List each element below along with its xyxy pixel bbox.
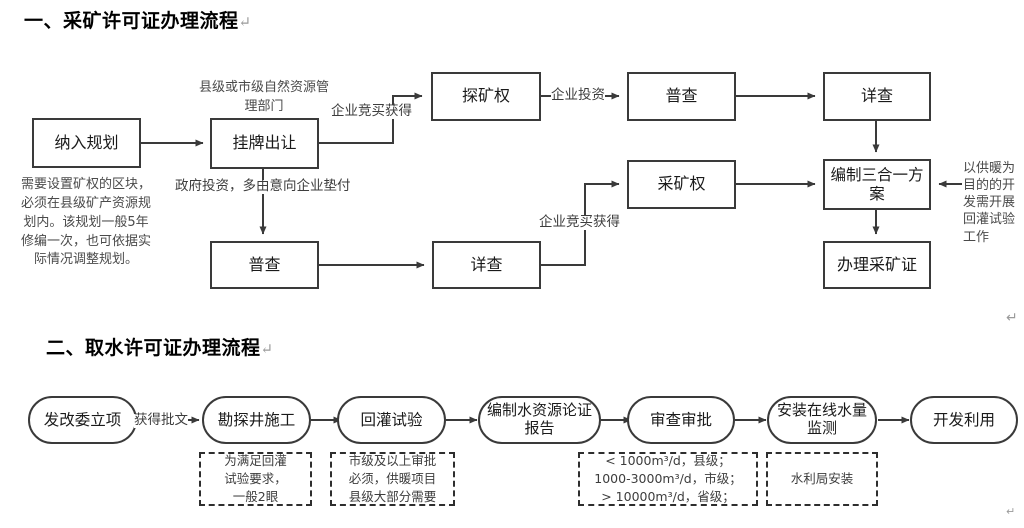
edge-label-corp-invest: 企业投资 — [551, 87, 605, 103]
node-纳入规划[interactable]: 纳入规划 — [32, 118, 141, 168]
node-普查-bottom[interactable]: 普查 — [210, 241, 319, 289]
node-详查-bottom[interactable]: 详查 — [432, 241, 541, 289]
node-label: 编制水资源论证报告 — [486, 401, 592, 437]
caption-plan-note: 需要设置矿权的区块，必须在县级矿产资源规划内。该规划一般5年修编一次，也可依据实… — [20, 177, 151, 268]
node-label: 探矿权 — [461, 86, 510, 106]
note-drilling: 为满足回灌 试验要求， 一般2眼 — [199, 452, 312, 506]
paragraph-return-icon-right: ↵ — [1006, 310, 1018, 326]
node-label: 回灌试验 — [360, 410, 423, 429]
paragraph-return-icon-bottom: ↵ — [1006, 505, 1016, 518]
caption-listing-note: 县级或市级自然资源管理部门 — [198, 80, 329, 114]
node-挂牌出让[interactable]: 挂牌出让 — [210, 118, 319, 169]
node-label: 勘探井施工 — [217, 410, 296, 429]
node-审查审批[interactable]: 审查审批 — [627, 396, 735, 444]
section1-heading-text: 一、采矿许可证办理流程 — [24, 10, 239, 32]
node-详查-top[interactable]: 详查 — [823, 72, 931, 121]
node-编制水资源论证报告[interactable]: 编制水资源论证报告 — [478, 396, 601, 444]
edge-label-gov-invest: 政府投资，多由意向企业垫付 — [175, 178, 351, 194]
node-label: 办理采矿证 — [836, 254, 917, 274]
node-开发利用[interactable]: 开发利用 — [910, 396, 1018, 444]
caption-heat-note: 以供暖为目的的开发需开展回灌试验工作 — [963, 161, 1016, 245]
node-label: 详查 — [860, 86, 893, 106]
node-安装在线水量监测[interactable]: 安装在线水量监测 — [767, 396, 877, 444]
node-label: 安装在线水量监测 — [776, 401, 867, 437]
note-review: < 1000m³/d，县级； 1000-3000m³/d，市级； > 10000… — [578, 452, 758, 506]
node-label: 编制三合一方案 — [830, 165, 924, 203]
edge-label-approval-doc: 获得批文 — [134, 412, 188, 428]
section2-heading-text: 二、取水许可证办理流程 — [46, 337, 261, 359]
node-label: 挂牌出让 — [232, 133, 297, 153]
node-勘探井施工[interactable]: 勘探井施工 — [202, 396, 311, 444]
node-label: 普查 — [665, 86, 698, 106]
node-采矿权[interactable]: 采矿权 — [627, 160, 736, 209]
node-回灌试验[interactable]: 回灌试验 — [337, 396, 446, 444]
node-label: 采矿权 — [657, 174, 706, 194]
node-label: 开发利用 — [932, 410, 995, 429]
paragraph-return-icon: ↵ — [238, 13, 252, 31]
note-monitor: 水利局安装 — [766, 452, 878, 506]
node-label: 纳入规划 — [54, 132, 119, 152]
section2-heading: 二、取水许可证办理流程↵ — [46, 333, 274, 360]
edge-label-bid-win-top: 企业竞买获得 — [331, 103, 412, 119]
section1-heading: 一、采矿许可证办理流程↵ — [24, 6, 252, 33]
paragraph-return-icon: ↵ — [260, 340, 274, 358]
node-探矿权[interactable]: 探矿权 — [431, 72, 541, 121]
node-发改委立项[interactable]: 发改委立项 — [28, 396, 137, 444]
node-label: 审查审批 — [649, 410, 712, 429]
node-办理采矿证[interactable]: 办理采矿证 — [823, 241, 931, 289]
node-label: 详查 — [470, 254, 503, 274]
edge-label-bid-win-bottom: 企业竞买获得 — [539, 214, 620, 230]
node-普查-top[interactable]: 普查 — [627, 72, 736, 121]
node-label: 发改委立项 — [43, 410, 122, 429]
node-label: 普查 — [248, 254, 281, 274]
note-recharge: 市级及以上审批 必须，供暖项目 县级大部分需要 — [330, 452, 455, 506]
node-编制三合一方案[interactable]: 编制三合一方案 — [823, 159, 931, 210]
